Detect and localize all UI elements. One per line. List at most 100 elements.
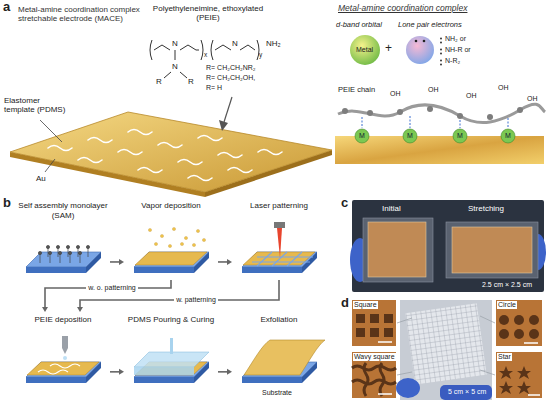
au-wire [158, 143, 182, 148]
label-text: + [385, 42, 392, 56]
glove [440, 385, 492, 400]
connector-line [110, 261, 119, 263]
laser-grid [252, 252, 313, 266]
label-text: R= H [206, 84, 222, 92]
label-text: OH [498, 84, 509, 92]
label-text: a [3, 0, 10, 15]
process-step: Laser patterning [232, 198, 326, 280]
peie-trace [38, 370, 68, 374]
wavy-gap [364, 363, 368, 396]
mesh-hole [356, 314, 365, 323]
molecule-head [78, 251, 81, 254]
label-text: M [505, 132, 511, 140]
connector-line [218, 371, 227, 373]
au-wire [228, 168, 252, 173]
scale-bar [378, 341, 392, 343]
mesh-hole [517, 381, 531, 394]
mesh-hole [370, 314, 379, 323]
au-wire [78, 158, 102, 163]
exfoliation-step [242, 340, 325, 383]
label-text: Circle [497, 301, 517, 309]
gold-film [27, 362, 99, 375]
connector-line [45, 280, 171, 307]
label-text: Star [497, 353, 512, 361]
mesh-hole [370, 328, 379, 337]
label-text: Wavy square [353, 353, 396, 361]
mesh-hole [514, 315, 524, 325]
pipette-tip [62, 348, 68, 354]
label-text: Elastomer template (PDMS) [4, 96, 70, 114]
laser-step [242, 222, 317, 273]
step-label: Vapor deposition [124, 198, 218, 211]
label-text: OH [428, 86, 439, 94]
au-wire [138, 168, 162, 173]
label-text: Stretching [468, 204, 504, 213]
bracket [150, 40, 152, 60]
flow-arrow [110, 369, 124, 375]
vapor-dot [180, 242, 183, 245]
photo-circle [496, 300, 542, 346]
electron-dot [423, 40, 426, 43]
connector-line [218, 261, 227, 263]
label-text: Metal-amine coordination complex [338, 4, 467, 14]
dot [440, 64, 442, 66]
label-text: N-R₂ [445, 57, 460, 65]
star-mesh [499, 366, 531, 394]
bead [457, 113, 463, 119]
connector-line [110, 371, 119, 373]
label-text: N [232, 39, 238, 48]
callout-line [480, 316, 495, 323]
callout-line [480, 370, 495, 375]
electrode-stretched [452, 227, 532, 273]
flow-arrow [218, 369, 232, 375]
coordination-bonds [362, 116, 508, 128]
sam-molecules [38, 245, 89, 263]
leader-line [40, 120, 62, 142]
label-text: R [156, 77, 162, 86]
molecule [58, 248, 59, 257]
peie-film [38, 364, 80, 374]
glove [396, 378, 420, 398]
wavy-gap [352, 366, 396, 370]
pdms-pour [170, 338, 173, 354]
edge-label: w. patterning [174, 296, 218, 304]
au-wire [258, 150, 282, 155]
bead [397, 109, 403, 115]
bond [175, 50, 176, 60]
label-text: Polyethyleneimine, ethoxylated (PEIE) [148, 4, 268, 22]
sam-step [26, 245, 101, 273]
square-mesh [356, 314, 393, 337]
mesh-hole [499, 315, 509, 325]
metal-atoms [355, 129, 515, 143]
label-text: 2.5 cm × 2.5 cm [482, 281, 532, 289]
bead [427, 106, 433, 112]
vapor-dot [196, 229, 199, 232]
step-label: PDMS Pouring & Curing [124, 312, 218, 325]
label-text: NH₂ or [445, 35, 466, 43]
photo-star [496, 352, 542, 398]
callout-line [397, 372, 412, 375]
vapor-dot [148, 228, 151, 231]
pdms-layer-front [134, 367, 194, 375]
bond [154, 45, 170, 50]
flow-arrow [77, 280, 279, 312]
label-text: d-band orbital [336, 21, 382, 30]
au-wire [218, 153, 242, 158]
metal-atom [501, 129, 515, 143]
scale-bar [524, 342, 538, 344]
au-wire [128, 130, 152, 135]
label-text: M [359, 132, 365, 140]
process-step: PEIE deposition [16, 312, 110, 400]
molecule-head [76, 245, 79, 248]
molecule-head [48, 251, 51, 254]
lone-pair-ball [406, 36, 434, 64]
step-label: Exfoliation [232, 312, 326, 325]
scale-bar [528, 394, 540, 396]
mesh-hole [384, 314, 393, 323]
mesh-hole [514, 329, 524, 339]
grid-line [252, 261, 310, 262]
label-text: 5 cm × 5 cm [448, 388, 486, 396]
mesh-hole [529, 315, 539, 325]
photo-square [352, 300, 396, 346]
wavy-mesh [352, 363, 396, 396]
